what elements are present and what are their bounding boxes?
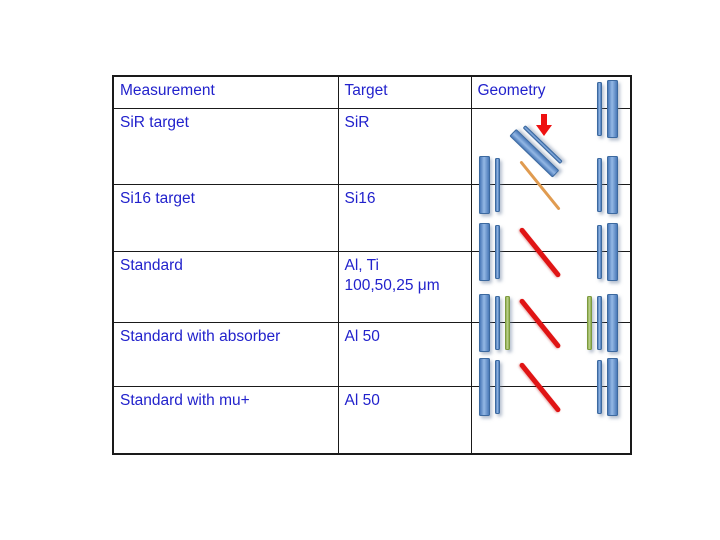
table-row: Si16 target Si16	[112, 155, 632, 252]
target-cell: Si16	[337, 183, 472, 252]
measurement-cell: Standard with mu+	[112, 385, 339, 455]
table-row: Standard with absorber Al 50	[112, 293, 632, 387]
blue-thick-detector-bar	[607, 357, 618, 416]
arrow-head	[535, 124, 552, 136]
blue-thick-detector-bar	[607, 155, 618, 214]
red-down-arrow-icon	[535, 113, 552, 136]
blue-thick-detector-bar	[607, 79, 618, 138]
green-thin-detector-bar	[504, 295, 510, 350]
blue-thin-detector-bar	[597, 359, 602, 414]
table-row: SiR target SiR	[112, 79, 632, 185]
blue-thin-detector-bar	[597, 295, 602, 350]
measurement-cell: SiR target	[112, 107, 339, 185]
geometry-cell	[470, 79, 632, 185]
geometry-cell	[470, 357, 632, 455]
blue-thin-detector-bar	[494, 359, 500, 414]
table-row: Standard Al, Ti 100,50,25 μm	[112, 222, 632, 323]
blue-thick-detector-bar	[478, 155, 490, 214]
arrow-shaft	[540, 113, 547, 125]
target-cell: SiR	[337, 107, 472, 185]
target-cell: Al, Ti 100,50,25 μm	[337, 250, 472, 323]
header-target: Target	[337, 75, 472, 109]
blue-thin-detector-bar	[597, 157, 602, 212]
geometry-cell	[470, 293, 632, 387]
table-header-row: Measurement Target Geometry	[112, 75, 632, 109]
blue-thin-detector-bar	[597, 224, 602, 279]
blue-thin-detector-bar	[494, 295, 500, 350]
blue-thin-detector-bar	[494, 224, 500, 279]
header-geometry: Geometry	[470, 75, 632, 109]
target-cell: Al 50	[337, 385, 472, 455]
blue-thick-detector-bar	[478, 293, 490, 352]
blue-thick-detector-bar	[607, 293, 618, 352]
target-cell: Al 50	[337, 321, 472, 387]
blue-thin-detector-bar	[597, 81, 602, 136]
measurement-geometry-table: Measurement Target Geometry SiR target S…	[112, 75, 632, 455]
blue-thick-detector-bar	[478, 222, 490, 281]
blue-thick-detector-bar	[607, 222, 618, 281]
measurement-cell: Standard	[112, 250, 339, 323]
green-thin-detector-bar	[587, 295, 592, 350]
blue-thin-detector-bar	[494, 157, 500, 212]
measurement-cell: Standard with absorber	[112, 321, 339, 387]
table-row: Standard with mu+ Al 50	[112, 357, 632, 455]
header-measurement: Measurement	[112, 75, 339, 109]
measurement-cell: Si16 target	[112, 183, 339, 252]
blue-thick-detector-bar	[478, 357, 490, 416]
